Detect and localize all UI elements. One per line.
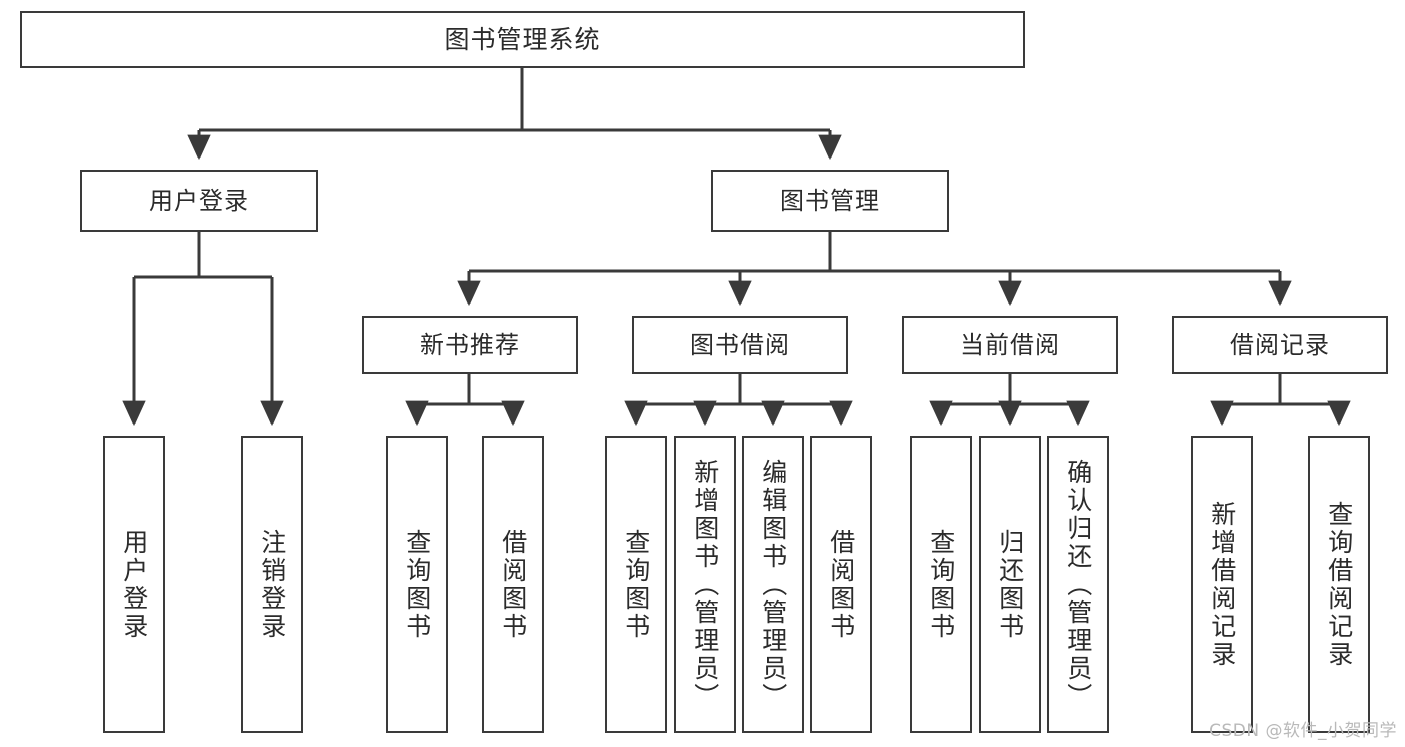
node-leaf-borrow-book[interactable]: 借阅图书	[810, 436, 872, 733]
node-leaf-edit-book[interactable]: 编辑图书（管理员）	[742, 436, 804, 733]
node-leaf-borrow-book-recommend[interactable]: 借阅图书	[482, 436, 544, 733]
node-label: 借阅记录	[1230, 330, 1330, 359]
node-label: 用户登录	[149, 186, 249, 215]
node-label: 图书管理	[780, 186, 880, 215]
node-label: 图书管理系统	[444, 24, 601, 54]
node-leaf-user-login[interactable]: 用户登录	[103, 436, 165, 733]
node-leaf-query-book-current[interactable]: 查询图书	[910, 436, 972, 733]
node-label: 借阅图书	[826, 528, 856, 641]
node-label: 编辑图书（管理员）	[758, 458, 788, 711]
node-new-book-recommend[interactable]: 新书推荐	[362, 316, 578, 374]
node-label: 借阅图书	[498, 528, 528, 641]
node-label: 图书借阅	[690, 330, 790, 359]
node-label: 查询借阅记录	[1324, 500, 1354, 669]
node-current-borrow[interactable]: 当前借阅	[902, 316, 1118, 374]
node-label: 查询图书	[621, 528, 651, 641]
node-label: 当前借阅	[960, 330, 1060, 359]
node-book-management-system[interactable]: 图书管理系统	[20, 11, 1025, 68]
node-leaf-return-book[interactable]: 归还图书	[979, 436, 1041, 733]
node-borrow-record[interactable]: 借阅记录	[1172, 316, 1388, 374]
node-user-login[interactable]: 用户登录	[80, 170, 318, 232]
node-label: 新增图书（管理员）	[690, 458, 720, 711]
node-leaf-query-book-borrow[interactable]: 查询图书	[605, 436, 667, 733]
node-label: 查询图书	[926, 528, 956, 641]
node-label: 归还图书	[995, 528, 1025, 641]
node-book-borrow[interactable]: 图书借阅	[632, 316, 848, 374]
node-leaf-add-borrow-record[interactable]: 新增借阅记录	[1191, 436, 1253, 733]
node-leaf-add-book[interactable]: 新增图书（管理员）	[674, 436, 736, 733]
node-label: 查询图书	[402, 528, 432, 641]
node-book-manage[interactable]: 图书管理	[711, 170, 949, 232]
node-label: 用户登录	[119, 528, 149, 641]
node-leaf-user-logout[interactable]: 注销登录	[241, 436, 303, 733]
node-label: 确认归还（管理员）	[1063, 458, 1093, 711]
node-label: 新增借阅记录	[1207, 500, 1237, 669]
node-leaf-confirm-return[interactable]: 确认归还（管理员）	[1047, 436, 1109, 733]
node-label: 新书推荐	[420, 330, 520, 359]
node-label: 注销登录	[257, 528, 287, 641]
node-leaf-query-book-recommend[interactable]: 查询图书	[386, 436, 448, 733]
node-leaf-query-borrow-record[interactable]: 查询借阅记录	[1308, 436, 1370, 733]
